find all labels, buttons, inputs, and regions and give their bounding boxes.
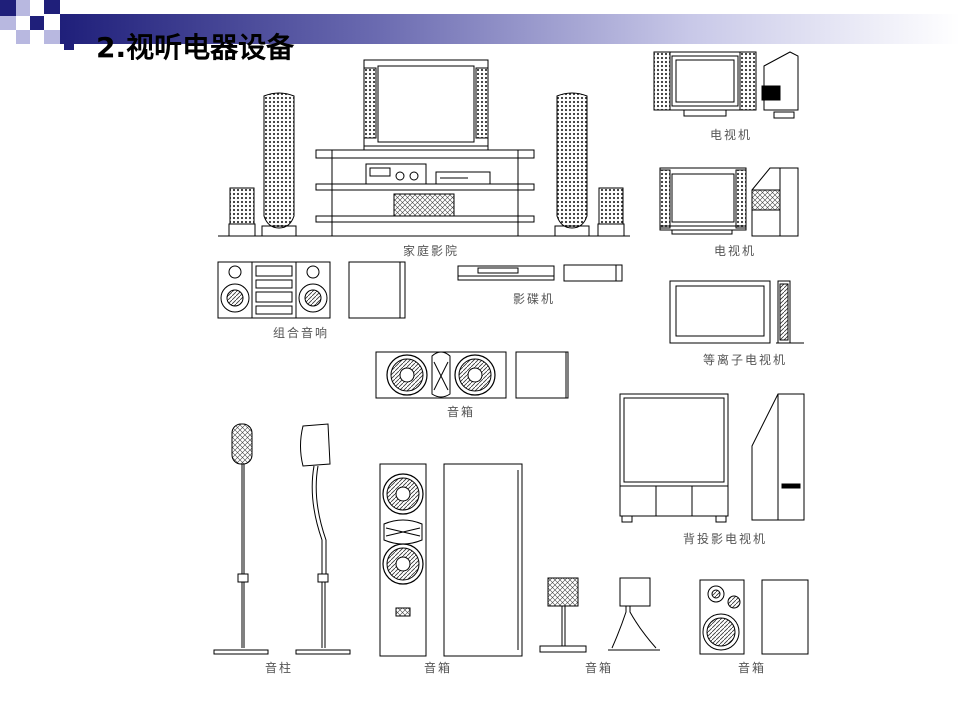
corner-square — [16, 0, 30, 16]
label-plasma-tv: 等离子电视机 — [703, 353, 788, 367]
corner-square — [30, 16, 44, 30]
corner-square — [44, 30, 60, 44]
label-dvd-player: 影碟机 — [513, 292, 556, 306]
rear-projection-tv-drawing — [619, 393, 805, 523]
label-tv-2: 电视机 — [714, 244, 757, 258]
label-speaker-box-center: 音箱 — [447, 405, 476, 419]
small-speaker-drawing — [539, 577, 660, 653]
label-speaker-box-bookshelf: 音箱 — [738, 661, 767, 675]
tv-front-side-1 — [653, 51, 799, 119]
tower-speaker-drawing — [379, 463, 523, 657]
dvd-player-drawing — [457, 264, 623, 282]
speaker-column-drawing — [213, 423, 351, 655]
corner-square — [44, 0, 60, 14]
label-combo-audio: 组合音响 — [273, 326, 330, 340]
corner-square — [0, 16, 16, 30]
label-speaker-box-tower: 音箱 — [424, 661, 453, 675]
slide-title: 2.视听电器设备 — [96, 31, 295, 64]
combo-audio-drawing — [217, 261, 406, 319]
corner-square — [16, 30, 30, 44]
bookshelf-speaker-drawing — [699, 579, 809, 655]
title-bullet — [64, 40, 74, 50]
label-home-theater: 家庭影院 — [403, 244, 460, 258]
label-tv-1: 电视机 — [710, 128, 753, 142]
corner-square — [0, 0, 16, 16]
corner-square — [30, 30, 44, 44]
tv-front-side-2 — [659, 167, 799, 237]
home-theater-drawing — [218, 59, 630, 237]
center-speaker-drawing — [375, 351, 569, 399]
label-rear-projection-tv: 背投影电视机 — [683, 532, 768, 546]
plasma-tv-drawing — [669, 280, 804, 344]
label-speaker-column: 音柱 — [265, 661, 294, 675]
label-speaker-box-small: 音箱 — [585, 661, 614, 675]
header-gradient-bar — [60, 14, 960, 44]
